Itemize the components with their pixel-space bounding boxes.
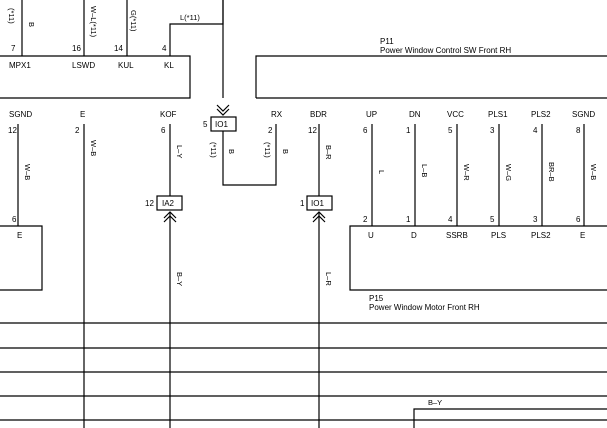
wire-label-kof-lower: B–Y: [175, 272, 184, 286]
wire-label-pls2: BR–B: [547, 162, 556, 182]
pin-name-lswd: LSWD: [72, 61, 95, 70]
p11-pin-name-bdr: BDR: [310, 110, 327, 119]
connector-ia2: [156, 195, 183, 211]
p11-pin-num-sgnd: 8: [576, 126, 581, 135]
wire-label-bdr: B–R: [324, 145, 333, 160]
p11-pin-name-sgnd: SGND: [572, 110, 595, 119]
p15-name: Power Window Motor Front RH: [369, 303, 480, 312]
wire-label-b-y-right: B–Y: [428, 398, 442, 407]
wire-b-y-right: [413, 408, 607, 428]
p11-pin-num-vcc: 5: [448, 126, 453, 135]
left-lower-box: [0, 225, 43, 291]
pin-num-lswd: 16: [72, 44, 81, 53]
pin-name-e-box: E: [17, 231, 22, 240]
p15-pin-num-u: 2: [363, 215, 368, 224]
pin-name-kof: KOF: [160, 110, 177, 119]
pin-num-e-left: 2: [75, 126, 80, 135]
p11-pin-num-bdr: 12: [308, 126, 317, 135]
p15-pin-name-pls: PLS: [491, 231, 506, 240]
p11-pin-num-rx: 2: [268, 126, 273, 135]
wire-label-bdr-lower: L–R: [324, 272, 333, 286]
p11-pin-num-dn: 1: [406, 126, 411, 135]
p15-pin-name-u: U: [368, 231, 374, 240]
pin-name-sgnd-left: SGND: [9, 110, 32, 119]
wire-label-lswd: W–L(*11): [89, 6, 98, 38]
p15-pin-name-ssrb: SSRB: [446, 231, 468, 240]
connector-ia2-label: IA2: [162, 199, 175, 208]
wire-io1-loop: [222, 124, 277, 186]
connector-chevron-io1-top: [216, 104, 230, 116]
p11-outline: [255, 55, 607, 98]
p11-pin-name-vcc: VCC: [447, 110, 464, 119]
connector-io1-bottom-num: 1: [300, 199, 305, 208]
top-block-outline: [0, 55, 191, 99]
wire-label-loop2: B: [281, 149, 290, 154]
connector-io1-bottom-label: IO1: [311, 199, 324, 208]
wire-label-kl: L(*11): [180, 13, 200, 22]
connector-io1-bottom: [306, 195, 333, 211]
p11-pin-name-dn: DN: [409, 110, 421, 119]
p15-pin-name-e: E: [580, 231, 585, 240]
wire-label-sgnd-right: W–B: [589, 164, 598, 180]
p15-id: P15: [369, 294, 384, 303]
pin-num-kul: 14: [114, 44, 123, 53]
p15-pin-num-ssrb: 4: [448, 215, 453, 224]
wire-label-loop1: B: [227, 149, 236, 154]
wire-label-loop2-sub: (*11): [263, 142, 272, 158]
wire-kl: [169, 0, 224, 56]
p11-name: Power Window Control SW Front RH: [380, 46, 511, 55]
p15-pin-num-e: 6: [576, 215, 581, 224]
pin-num-e-box: 6: [12, 215, 17, 224]
p11-pin-name-pls1: PLS1: [488, 110, 508, 119]
p15-pin-num-pls2: 3: [533, 215, 538, 224]
p15-pin-name-pls2: PLS2: [531, 231, 551, 240]
p15-pin-name-d: D: [411, 231, 417, 240]
p11-pin-num-pls2: 4: [533, 126, 538, 135]
connector-ia2-num: 12: [145, 199, 154, 208]
p11-pin-name-pls2: PLS2: [531, 110, 551, 119]
wire-label-e-left: W–B: [89, 140, 98, 156]
wire-label-sgnd-left: W–B: [23, 164, 32, 180]
p15-pin-num-d: 1: [406, 215, 411, 224]
p11-pin-name-up: UP: [366, 110, 377, 119]
pin-num-kof: 6: [161, 126, 166, 135]
wire-label-dn: L–B: [420, 164, 429, 177]
wire-label-vcc: W–R: [462, 164, 471, 181]
pin-name-mpx1: MPX1: [9, 61, 31, 70]
p11-pin-num-pls1: 3: [490, 126, 495, 135]
wire-label-pls1: W–G: [504, 164, 513, 181]
wire-label-loop1-sub: (*11): [209, 142, 218, 158]
pin-num-sgnd-left: 12: [8, 126, 17, 135]
p15-outline: [349, 225, 607, 291]
p11-pin-name-rx: RX: [271, 110, 283, 119]
p11-id: P11: [380, 37, 394, 46]
p15-pin-num-pls: 5: [490, 215, 495, 224]
wire-label-kof: L–Y: [175, 145, 184, 158]
connector-io1-top-label: IO1: [215, 120, 228, 129]
wire-label-up: L: [377, 170, 386, 174]
pin-name-kul: KUL: [118, 61, 134, 70]
connector-io1-top-num: 5: [203, 120, 208, 129]
pin-name-e-left: E: [80, 110, 85, 119]
pin-name-kl: KL: [164, 61, 174, 70]
wire-sub-mpx1: (*11): [7, 8, 16, 24]
p11-pin-num-up: 6: [363, 126, 368, 135]
pin-num-kl: 4: [162, 44, 167, 53]
pin-num-mpx1: 7: [11, 44, 16, 53]
wire-label-mpx1: B: [27, 22, 36, 27]
wire-label-kul: G(*11): [129, 10, 138, 32]
